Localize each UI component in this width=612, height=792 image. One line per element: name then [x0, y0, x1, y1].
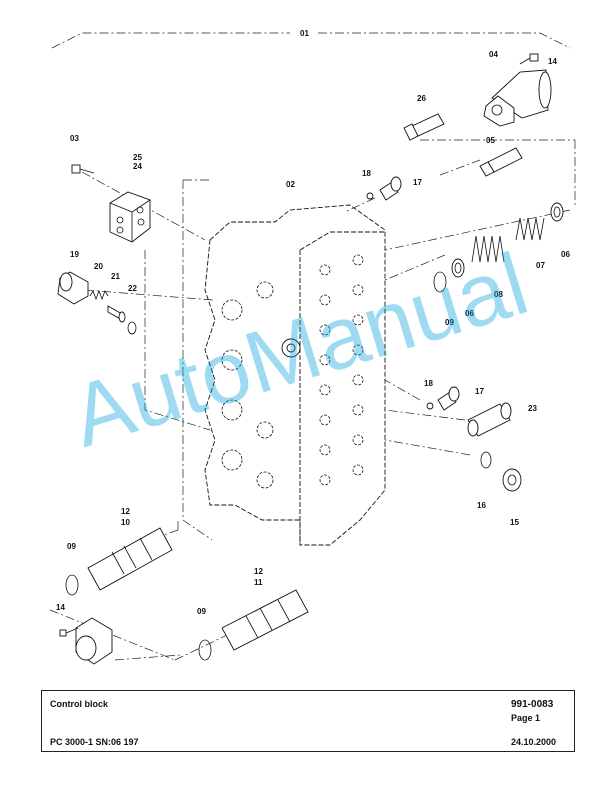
ring-09-left: [65, 574, 79, 596]
callout-10: 10: [121, 518, 130, 527]
cover-13: [75, 617, 113, 665]
drawing-date: 24.10.2000: [511, 737, 557, 747]
callout-18-upper: 18: [362, 169, 371, 178]
callout-04: 04: [489, 50, 498, 59]
block-ports: [221, 254, 364, 489]
assembly-bracket: [51, 32, 571, 49]
callout-21: 21: [111, 272, 120, 281]
callout-18-lower: 18: [424, 379, 433, 388]
document-number: 991-0083: [511, 699, 554, 710]
washer-06-right: [550, 202, 564, 222]
callout-03: 03: [70, 134, 79, 143]
spool-05: [479, 147, 523, 177]
callout-05: 05: [486, 136, 495, 145]
callout-17-lower: 17: [475, 387, 484, 396]
callout-19: 19: [70, 250, 79, 259]
callout-12-lower: 12: [254, 567, 263, 576]
pressure-valve-19: [57, 271, 89, 305]
callout-14-bottom: 14: [56, 603, 65, 612]
ring-22: [127, 321, 137, 335]
solenoid-04: [483, 69, 552, 127]
ring-09-right: [433, 271, 447, 293]
bolt-14-top: [519, 53, 539, 65]
callout-labels: 01 02 03 04 05 06 06 07 08 09 09 09 10 1…: [56, 29, 570, 616]
callout-07: 07: [536, 261, 545, 270]
callout-09-bottom: 09: [197, 607, 206, 616]
pin-21: [107, 305, 126, 323]
spring-07: [515, 217, 545, 241]
spring-20: [89, 289, 109, 301]
callout-17-upper: 17: [413, 178, 422, 187]
callout-14-top: 14: [548, 57, 557, 66]
spool-11: [221, 589, 309, 651]
callout-20: 20: [94, 262, 103, 271]
callout-06-left: 06: [465, 309, 474, 318]
callout-06-right: 06: [561, 250, 570, 259]
fitting-17-upper: [366, 176, 402, 201]
cover-plate: [109, 191, 151, 243]
ring-09-bottom: [198, 639, 212, 661]
callout-16: 16: [477, 501, 486, 510]
callout-11: 11: [254, 578, 263, 587]
relief-valve-23: [467, 402, 512, 437]
washer-06-left: [451, 258, 465, 278]
spool-26: [403, 113, 445, 141]
exploded-parts-diagram: 01 02 03 04 05 06 06 07 08 09 09 09 10 1…: [49, 29, 576, 665]
callout-25: 25: [133, 153, 142, 162]
callout-24: 24: [133, 162, 142, 171]
callout-09-left: 09: [67, 542, 76, 551]
title-block: Control block 991-0083 Page 1 PC 3000-1 …: [41, 690, 575, 752]
plug-15: [502, 468, 522, 492]
callout-12-upper: 12: [121, 507, 130, 516]
callout-26: 26: [417, 94, 426, 103]
callout-09-right: 09: [445, 318, 454, 327]
drawing-title: Control block: [50, 699, 108, 709]
fitting-17-lower: [426, 386, 460, 411]
callout-02: 02: [286, 180, 295, 189]
control-block-body: [144, 179, 386, 546]
page-number: Page 1: [511, 713, 541, 723]
callout-23: 23: [528, 404, 537, 413]
callout-22: 22: [128, 284, 137, 293]
machine-model: PC 3000-1 SN:06 197: [50, 737, 139, 747]
callout-08: 08: [494, 290, 503, 299]
ring-16: [480, 451, 492, 469]
spool-10: [87, 527, 173, 591]
bolt-03: [71, 164, 95, 174]
callout-15: 15: [510, 518, 519, 527]
spring-08: [471, 235, 505, 263]
bolt-14-bottom: [59, 627, 79, 637]
callout-01: 01: [300, 29, 309, 38]
